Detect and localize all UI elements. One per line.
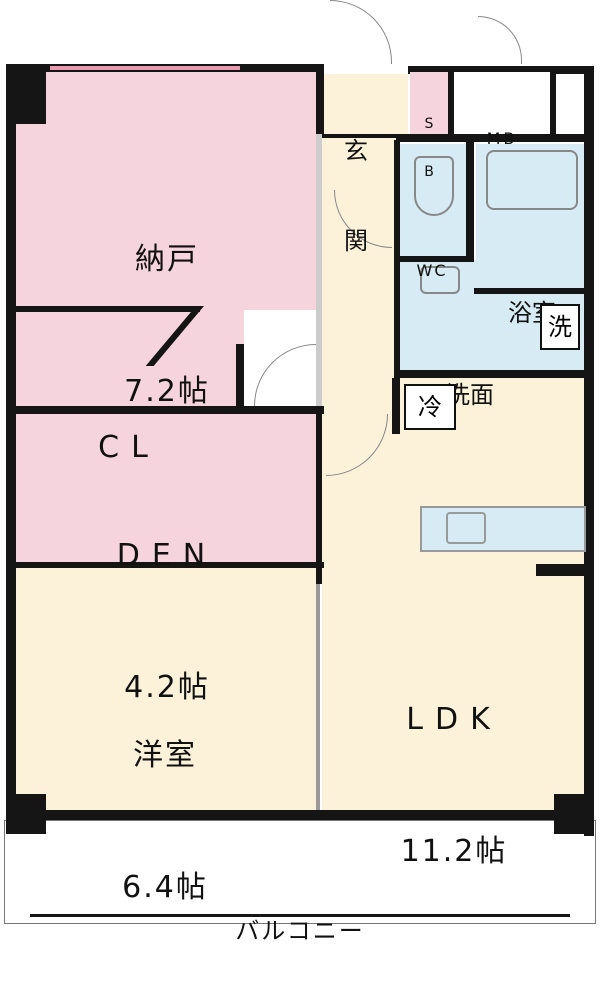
wall-genkan-bottom: [322, 134, 402, 138]
nando-window: [50, 66, 240, 70]
den-label: DEN 4.2帖: [14, 446, 320, 798]
nando-name: 納戸: [135, 242, 199, 277]
wall-bath-top: [396, 134, 594, 142]
genkan-line2: 関: [344, 227, 368, 255]
wall-nando-east: [316, 72, 324, 134]
kitchen-sink: [446, 512, 486, 544]
wall-right: [584, 66, 594, 836]
washer-box: 洗: [540, 304, 580, 350]
room-nando: [14, 70, 320, 310]
toilet: [414, 156, 454, 216]
wall-mb-west: [448, 70, 454, 136]
balcony-rail: [30, 914, 570, 917]
wall-cl-top: [14, 306, 200, 312]
room-cl: [14, 310, 244, 410]
wall-cl-east: [236, 344, 244, 410]
wall-top-right: [408, 66, 594, 74]
wall-mb-east: [550, 70, 556, 136]
bathtub: [486, 150, 578, 210]
kitchen-counter: [420, 506, 586, 552]
fridge-box: 冷: [404, 384, 456, 430]
wall-den-bottom: [14, 562, 324, 568]
genkan-door-swing: [330, 0, 392, 64]
wall-den-east: [316, 410, 322, 584]
genkan-label: 玄 関: [326, 76, 386, 316]
wall-bottom-right-block: [554, 794, 594, 834]
yoshitsu-label: 洋室 6.4帖: [14, 646, 316, 998]
washer-name: 洗: [548, 313, 572, 341]
room-yoshitsu: [14, 568, 316, 812]
wall-bath-west: [394, 140, 400, 376]
balcony: [4, 820, 596, 924]
room-genkan: [322, 74, 408, 136]
genkan-line1: 玄: [344, 137, 368, 165]
wall-bottom-left-block: [6, 794, 46, 834]
balcony-name: バルコニー: [235, 917, 365, 945]
wall-hall-west: [316, 134, 322, 410]
wc-label: WC: [398, 226, 466, 316]
nando-label: 納戸 7.2帖: [14, 150, 320, 502]
room-den: [14, 414, 320, 566]
wall-ldk-west: [316, 584, 320, 810]
sb-line2: B: [424, 164, 434, 180]
mb-door-swing: [478, 16, 522, 64]
wall-wc-bottom: [398, 256, 474, 262]
washbasin: [420, 266, 460, 294]
cl-label: CL: [14, 338, 244, 558]
mb-label: MB: [454, 94, 550, 184]
fridge-name: 冷: [418, 393, 442, 421]
wall-senmen-bottom: [394, 370, 594, 378]
wall-wc-east: [466, 142, 474, 258]
kitchen-wall: [536, 564, 586, 576]
sb-line1: S: [424, 116, 434, 132]
wall-bath-bottom: [474, 288, 586, 294]
cl-name: CL: [98, 430, 160, 465]
ldk-name: LDK: [406, 702, 502, 737]
room-sb: [410, 72, 448, 134]
wall-left-top-block: [6, 64, 46, 124]
yoshitsu-size: 6.4帖: [122, 870, 208, 905]
ldk-label: LDK 11.2帖: [322, 610, 586, 962]
nando-size: 7.2帖: [124, 374, 210, 409]
den-size: 4.2帖: [124, 670, 210, 705]
hallway: [322, 134, 396, 414]
den-name: DEN: [116, 538, 218, 573]
wall-left: [6, 64, 16, 834]
floor-plan: 納戸 7.2帖 CL DEN 4.2帖 洋室 6.4帖 LDK 11.2帖 玄 …: [4, 0, 596, 945]
wall-bottom: [6, 810, 594, 820]
ldk-size: 11.2帖: [400, 834, 508, 869]
wc-name: WC: [416, 261, 448, 280]
fridge-wall: [392, 378, 400, 434]
wall-den-top: [14, 406, 324, 414]
sb-label: S B: [410, 84, 448, 212]
balcony-label: バルコニー: [4, 856, 596, 1006]
yoshitsu-name: 洋室: [133, 738, 197, 773]
mb-name: MB: [486, 129, 518, 148]
room-mb: [454, 72, 550, 134]
